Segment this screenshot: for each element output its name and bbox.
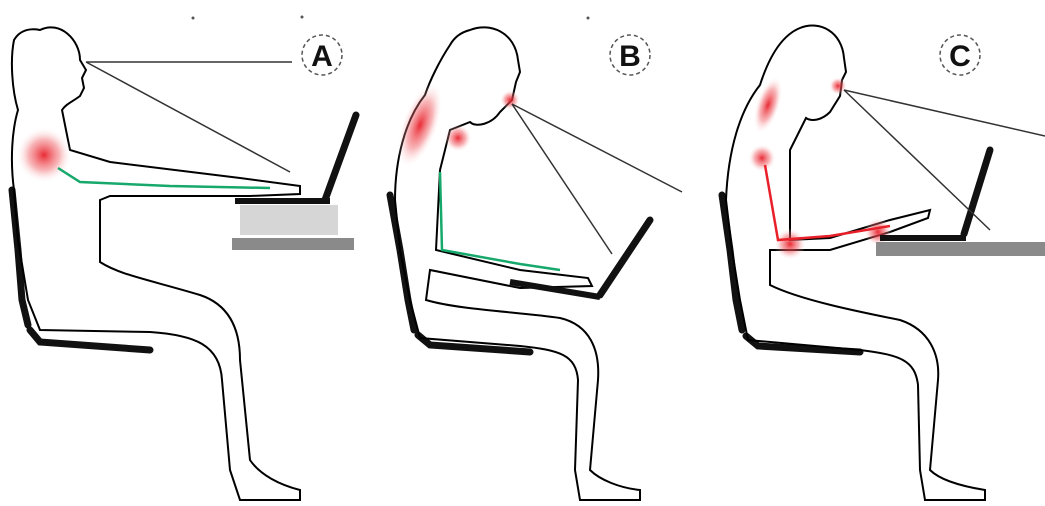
figure-a — [12, 27, 300, 500]
laptop-screen-b — [600, 220, 650, 295]
laptop-screen-c — [964, 150, 990, 234]
strain-shoulder-a — [16, 127, 72, 183]
sight-line-b1 — [512, 104, 612, 254]
desk-a — [232, 238, 354, 250]
label-a: A — [311, 40, 333, 73]
sight-line-c2 — [844, 90, 1045, 136]
desk-c — [876, 242, 1045, 256]
dot-2 — [301, 16, 304, 19]
panel-a: A — [12, 27, 356, 500]
chair-seat-a — [30, 330, 150, 350]
panel-c: C — [722, 26, 1045, 500]
label-b: B — [619, 40, 641, 73]
strain-shoulder-c — [748, 144, 776, 172]
sight-line-c1 — [844, 90, 990, 230]
strain-elbow-c — [774, 228, 806, 260]
dot-1 — [192, 17, 195, 20]
laptop-screen-a — [325, 115, 356, 200]
label-c: C — [949, 40, 971, 73]
strain-shoulder-b — [444, 124, 472, 152]
strain-eye-c — [829, 77, 847, 95]
sight-line-a1 — [86, 62, 290, 172]
arm-strain-c — [765, 165, 890, 240]
panel-b: B — [388, 27, 682, 500]
strain-wrist-c — [864, 218, 892, 246]
laptop-stand-a — [240, 205, 338, 235]
strain-neck-c — [747, 73, 788, 137]
chair-seat-b — [418, 335, 530, 352]
laptop-base-b — [510, 282, 600, 297]
chair-backrest-c — [722, 195, 742, 330]
dot-3 — [587, 17, 590, 20]
sight-line-b2 — [512, 104, 682, 192]
